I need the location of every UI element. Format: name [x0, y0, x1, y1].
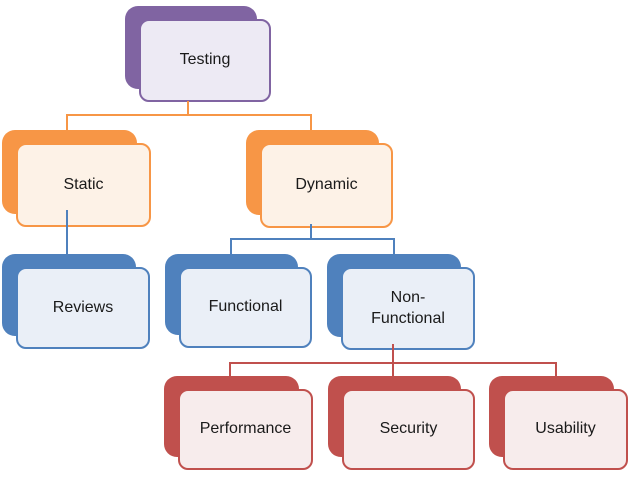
connector-static-to-reviews: [66, 210, 68, 257]
node-security-label: Security: [379, 420, 438, 438]
connector-drop-usability: [555, 362, 557, 378]
node-static-label: Static: [63, 175, 104, 193]
node-dynamic: Dynamic: [246, 130, 393, 228]
node-non-functional-front-shape: Non-Functional: [341, 267, 475, 350]
node-testing-front-shape: Testing: [139, 19, 271, 102]
node-performance-label: Performance: [199, 420, 292, 438]
node-security: Security: [328, 376, 475, 470]
node-testing-label: Testing: [179, 51, 231, 69]
node-functional-label: Functional: [208, 298, 283, 316]
node-usability: Usability: [489, 376, 628, 470]
node-usability-label: Usability: [535, 420, 596, 438]
node-functional-front-shape: Functional: [179, 267, 312, 348]
connector-dynamic-stub: [310, 224, 312, 240]
connector-testing-stub: [187, 101, 189, 116]
node-non-functional-label: Non-Functional: [371, 288, 445, 327]
node-usability-front-shape: Usability: [503, 389, 628, 470]
connector-non-functional-stub: [392, 344, 394, 364]
connector-drop-non-functional: [393, 238, 395, 255]
node-performance: Performance: [164, 376, 313, 470]
connector-drop-functional: [230, 238, 232, 255]
connector-drop-dynamic: [310, 114, 312, 130]
node-static-front-shape: Static: [16, 143, 151, 227]
node-static: Static: [2, 130, 151, 227]
node-reviews-label: Reviews: [52, 298, 114, 316]
connector-drop-security: [392, 362, 394, 378]
node-dynamic-front-shape: Dynamic: [260, 143, 393, 228]
node-dynamic-label: Dynamic: [295, 176, 358, 194]
node-performance-front-shape: Performance: [178, 389, 313, 470]
node-functional: Functional: [165, 254, 312, 348]
connector-level1-rail: [66, 114, 312, 116]
connector-drop-static: [66, 114, 68, 130]
node-reviews-front-shape: Reviews: [16, 267, 150, 349]
node-security-front-shape: Security: [342, 389, 475, 470]
connector-drop-performance: [229, 362, 231, 378]
connector-level2-rail: [230, 238, 395, 240]
node-non-functional: Non-Functional: [327, 254, 475, 350]
node-testing: Testing: [125, 6, 271, 102]
node-reviews: Reviews: [2, 254, 150, 349]
